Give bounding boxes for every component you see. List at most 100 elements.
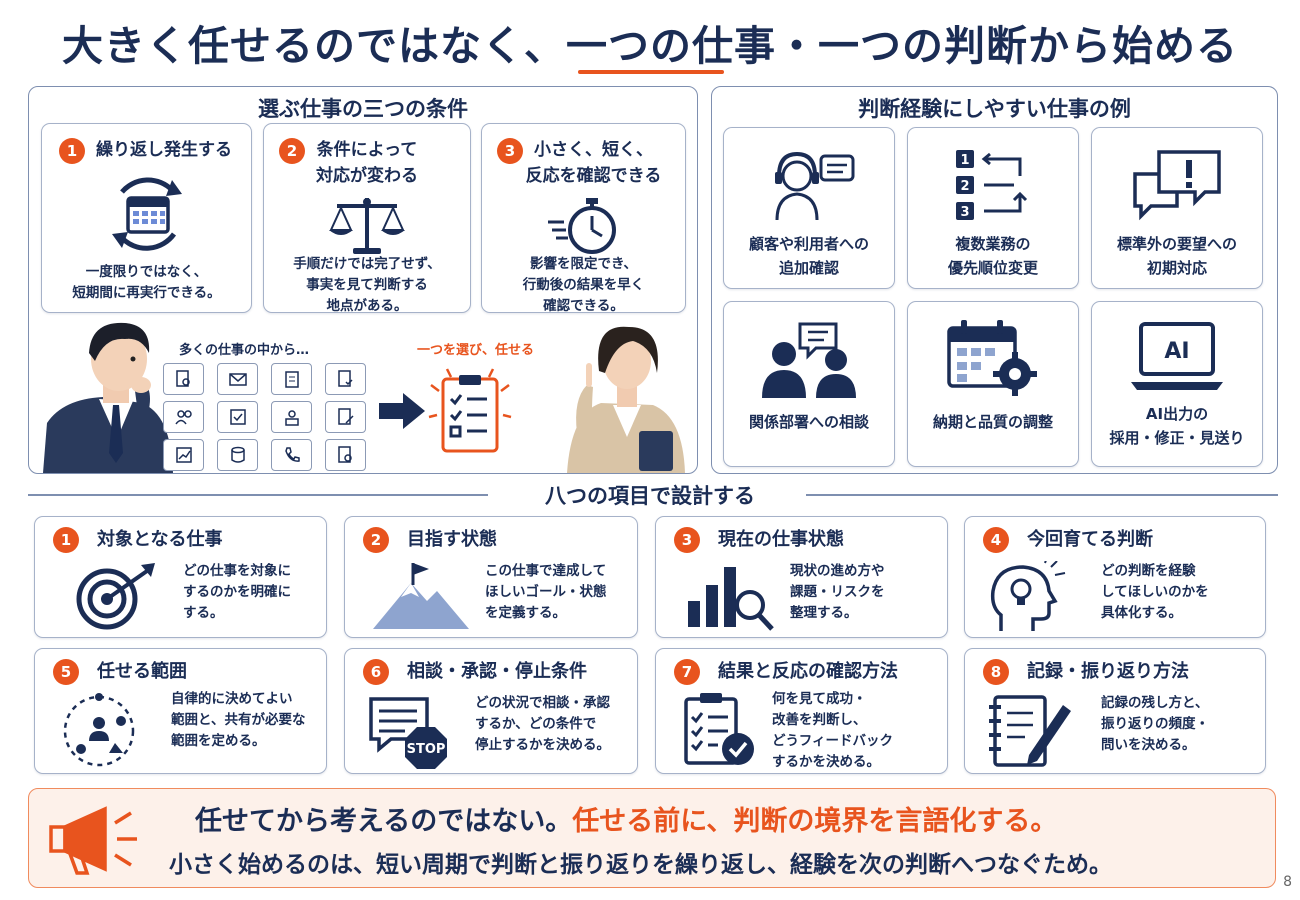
task-check-icon: [217, 401, 258, 433]
condition-number-2: 2: [279, 138, 305, 164]
svg-text:1: 1: [960, 153, 969, 168]
choose-one-label: 一つを選び、任せる: [417, 343, 535, 358]
headset-chat-icon: [775, 151, 855, 221]
title-part3: ・一つの判断から始める: [776, 22, 1238, 70]
condition-card-2: 2 条件によって 対応が変わる 手順だけでは完了せず、 事実を見て判断する 地点…: [263, 123, 471, 314]
item-desc-5: 自律的に決めてよい範囲と、共有が必要な範囲を定める。: [171, 691, 306, 749]
arrow-right-icon: [379, 393, 425, 429]
example-card-3: 標準外の要望への 初期対応: [1091, 127, 1263, 289]
condition-card-3: 3 小さく、短く、 反応を確認できる 影響を限定でき、 行動後の結果を早く 確認…: [481, 123, 686, 314]
page-title: 大きく任せるのではなく、一つの仕事・一つの判断から始める: [0, 12, 1300, 72]
item-desc-4: どの判断を経験してほしいのかを具体化する。: [1101, 563, 1209, 621]
svg-text:3: 3: [960, 205, 969, 220]
svg-text:2: 2: [960, 179, 969, 194]
example-card-2: 1 2 3 複数業務の 優先順位変更: [907, 127, 1079, 289]
condition-title-1: 1 繰り返し発生する: [42, 134, 251, 164]
key-message-line2: 小さく始めるのは、短い周期で判断と振り返りを繰り返し、経験を次の判断へつなぐため…: [169, 852, 1112, 878]
key-message-box: 任せてから考えるのではない。任せる前に、判断の境界を言語化する。 小さく始めるの…: [28, 788, 1276, 888]
doc-search-icon: [163, 363, 204, 395]
eight-items-heading: 八つの項目で設計する: [545, 484, 755, 508]
condition-number-3: 3: [497, 138, 523, 164]
thinking-man-illustration: [43, 322, 173, 473]
examples-heading: 判断経験にしやすい仕事の例: [858, 97, 1131, 121]
phone-icon: [271, 439, 312, 471]
item-desc-3: 現状の進め方や課題・リスクを整理する。: [790, 563, 885, 621]
item-desc-2: この仕事で達成してほしいゴール・状態を定義する。: [485, 563, 607, 621]
title-highlight: 一つの仕事: [566, 22, 776, 70]
scope-circle-icon: [63, 693, 135, 767]
team-icon: [163, 401, 204, 433]
many-jobs-label: 多くの仕事の中から…: [179, 343, 310, 358]
scales-icon: [329, 198, 405, 254]
condition-desc-2: 手順だけでは完了せず、 事実を見て判断する 地点がある。: [293, 256, 441, 314]
clipboard-icon: [271, 363, 312, 395]
condition-title-2: 2 条件によって 対応が変わる: [264, 134, 470, 189]
example-card-1: 顧客や利用者への 追加確認: [723, 127, 895, 289]
example-label-3: 標準外の要望への 初期対応: [1116, 235, 1237, 277]
checklist-approve-icon: [684, 693, 754, 765]
divider-right: [806, 494, 1278, 496]
conditions-heading: 選ぶ仕事の三つの条件: [258, 97, 468, 121]
item-desc-7: 何を見て成功・改善を判断し、どうフィードバックするかを決める。: [772, 691, 893, 770]
stopwatch-icon: [547, 198, 616, 254]
conditions-panel: 選ぶ仕事の三つの条件 1 繰り返し発生する 一度限りではなく、 短期間に再実行で…: [28, 86, 698, 474]
selected-clipboard-icon: [428, 368, 512, 453]
target-icon: [76, 563, 155, 630]
examples-panel: 判断経験にしやすい仕事の例 顧客や利用者への 追加確認 1 2 3: [711, 86, 1278, 474]
bar-chart-magnifier-icon: [688, 567, 774, 631]
title-underline: [578, 70, 724, 74]
calendar-gear-icon: [947, 320, 1037, 396]
example-label-6: AI出力の 採用・修正・見送り: [1109, 405, 1245, 447]
example-card-5: 納期と品質の調整: [907, 301, 1079, 467]
megaphone-icon: [49, 806, 137, 875]
condition-title-3: 3 小さく、短く、 反応を確認できる: [482, 134, 685, 189]
chat-stop-icon: STOP: [369, 697, 447, 769]
person-card-icon: [271, 401, 312, 433]
stop-text: STOP: [407, 742, 446, 757]
calendar-cycle-icon: [111, 177, 182, 251]
condition-card-1: 1 繰り返し発生する 一度限りではなく、 短期間に再実行できる。: [41, 123, 252, 313]
people-talk-icon: [762, 322, 856, 398]
example-label-4: 関係部署への相談: [748, 413, 869, 431]
item-desc-6: どの状況で相談・承認するか、どの条件で停止するかを決める。: [475, 695, 610, 753]
job-icons-grid: [163, 363, 373, 473]
example-card-4: 関係部署への相談: [723, 301, 895, 467]
doc-search-icon-2: [325, 439, 366, 471]
condition-desc-1: 一度限りではなく、 短期間に再実行できる。: [72, 264, 221, 301]
chart-edit-icon: [163, 439, 204, 471]
priority-list-icon: 1 2 3: [956, 150, 1028, 220]
example-label-2: 複数業務の 優先順位変更: [947, 235, 1038, 277]
title-part1: 大きく任せるのではなく、: [62, 22, 566, 70]
ai-laptop-icon: AI: [1131, 322, 1223, 390]
notebook-pen-icon: [989, 695, 1071, 767]
woman-pointing-illustration: [567, 326, 685, 473]
example-label-5: 納期と品質の調整: [932, 413, 1053, 431]
database-icon: [217, 439, 258, 471]
doc-edit-icon: [325, 401, 366, 433]
example-card-6: AI AI出力の 採用・修正・見送り: [1091, 301, 1263, 467]
page-number: 8: [1283, 874, 1292, 890]
condition-number-1: 1: [59, 138, 85, 164]
mail-icon: [217, 363, 258, 395]
mountain-flag-icon: [373, 563, 469, 629]
divider-left: [28, 494, 488, 496]
item-desc-1: どの仕事を対象にするのかを明確にする。: [183, 563, 291, 621]
alert-bubbles-icon: [1133, 150, 1221, 221]
doc-check-icon: [325, 363, 366, 395]
item-desc-8: 記録の残し方と、振り返りの頻度・問いを決める。: [1101, 695, 1209, 753]
